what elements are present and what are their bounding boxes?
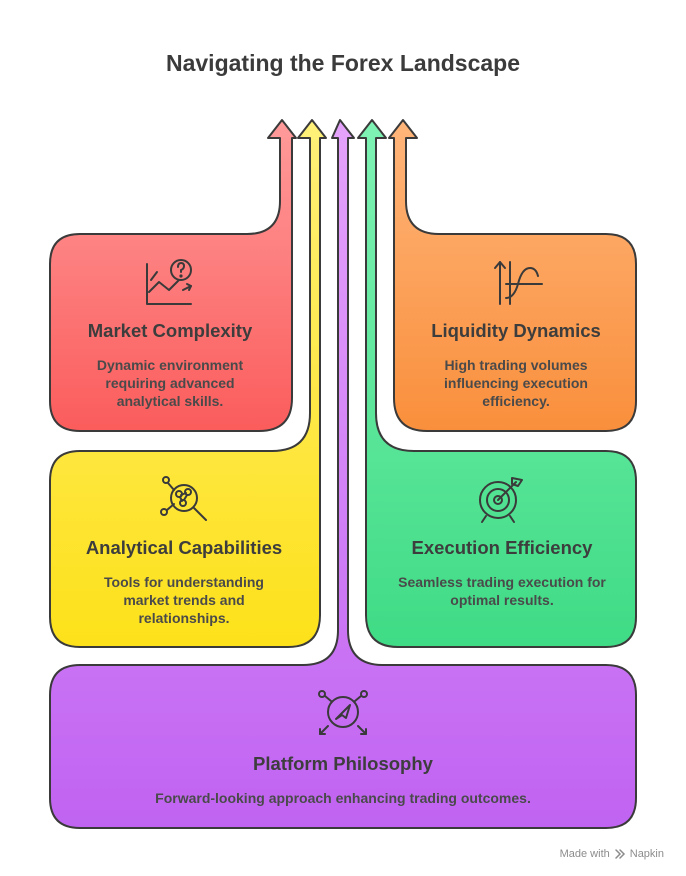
compass-arrows-icon bbox=[318, 690, 368, 735]
made-with-label: Made with bbox=[559, 848, 610, 860]
execution-efficiency-title: Execution Efficiency bbox=[411, 537, 593, 558]
platform-philosophy-title: Platform Philosophy bbox=[253, 753, 433, 774]
market-complexity-desc: Dynamic environment requiring advanced a… bbox=[96, 357, 244, 409]
platform-philosophy-desc: Forward-looking approach enhancing tradi… bbox=[155, 790, 531, 806]
liquidity-dynamics-card: Liquidity Dynamics High trading volumes … bbox=[406, 320, 626, 410]
liquidity-dynamics-desc: High trading volumes influencing executi… bbox=[444, 357, 588, 409]
footer-credit: Made with Napkin bbox=[560, 848, 664, 860]
analytical-capabilities-title: Analytical Capabilities bbox=[85, 537, 283, 558]
target-arrow-icon bbox=[479, 477, 523, 523]
liquidity-dynamics-title: Liquidity Dynamics bbox=[431, 320, 601, 341]
execution-efficiency-card: Execution Efficiency Seamless trading ex… bbox=[374, 537, 630, 609]
platform-philosophy-card: Platform Philosophy Forward-looking appr… bbox=[60, 753, 626, 807]
wave-arrow-icon bbox=[494, 261, 543, 305]
liquidity-dynamics-shape bbox=[388, 119, 637, 432]
market-complexity-title: Market Complexity bbox=[87, 320, 253, 341]
analytical-capabilities-shape bbox=[49, 119, 327, 648]
chart-question-icon bbox=[146, 259, 192, 305]
execution-efficiency-shape bbox=[357, 119, 637, 648]
analytical-capabilities-card: Analytical Capabilities Tools for unders… bbox=[56, 537, 312, 627]
execution-efficiency-desc: Seamless trading execution for optimal r… bbox=[398, 574, 606, 608]
platform-philosophy-shape bbox=[49, 119, 637, 829]
napkin-brand: Napkin bbox=[629, 848, 664, 860]
page-title: Navigating the Forex Landscape bbox=[165, 50, 521, 76]
napkin-logo-icon bbox=[615, 849, 625, 859]
network-magnifier-icon bbox=[160, 476, 207, 521]
market-complexity-card: Market Complexity Dynamic environment re… bbox=[60, 320, 280, 410]
analytical-capabilities-desc: Tools for understanding market trends an… bbox=[104, 574, 264, 626]
